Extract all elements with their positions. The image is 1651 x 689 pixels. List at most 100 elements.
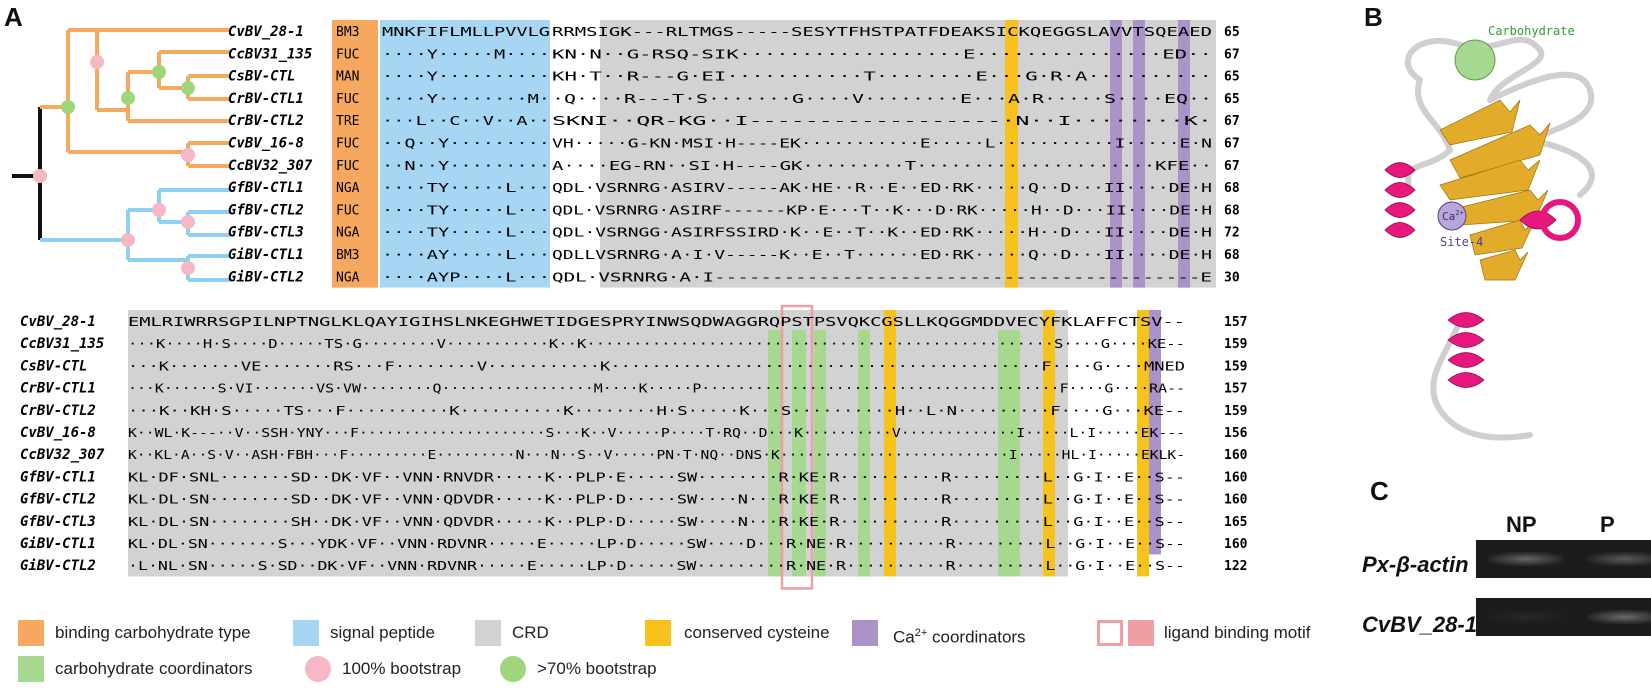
legend-swatch-crd — [475, 620, 501, 646]
signal-peptide-seq: ····Y········M· — [382, 91, 550, 106]
carbohydrate-type: NGA — [336, 226, 360, 241]
legend-label-conserved-cysteine: conserved cysteine — [684, 623, 830, 642]
crd-seq: VH·····G-KN·MSI·H----EK···········E·····… — [552, 136, 1212, 151]
residue-count: 159 — [1224, 404, 1247, 419]
legend-swatch-ligand-box — [1097, 620, 1123, 646]
signal-peptide-seq: ····TY·····L··· — [382, 180, 550, 195]
crd-seq: ···K······S·VI·······VS·VW········Q·····… — [128, 381, 1185, 396]
bootstrap-node-70 — [152, 65, 166, 79]
bootstrap-node-100 — [90, 55, 104, 69]
gel-lane — [1575, 540, 1651, 578]
panel-label-a: A — [4, 2, 23, 32]
crd-seq: KL·DL·SN········SH··DK·VF··VNN·QDVDR····… — [128, 514, 1185, 529]
residue-count: 157 — [1224, 382, 1247, 397]
signal-peptide-seq: ··N··Y········· — [382, 158, 550, 173]
crd-seq: ·L·NL·SN·····S·SD··DK·VF··VNN·RDVNR·····… — [128, 558, 1185, 573]
signal-peptide-region — [380, 20, 550, 288]
bootstrap-node-100 — [181, 215, 195, 229]
sequence-name: GfBV-CTL1 — [228, 180, 304, 196]
residue-count: 165 — [1224, 515, 1247, 530]
legend: binding carbohydrate type signal peptide… — [0, 620, 1310, 682]
carbohydrate-label: Carbohydrate — [1488, 24, 1575, 38]
legend-label-signal-peptide: signal peptide — [330, 623, 435, 642]
carbohydrate-type: TRE — [336, 114, 359, 129]
site-label: Site-4 — [1440, 235, 1483, 249]
residue-count: 67 — [1224, 159, 1240, 174]
bootstrap-node-100 — [181, 148, 195, 162]
carbohydrate-type: FUC — [336, 137, 359, 152]
carbohydrate-type: NGA — [336, 270, 360, 285]
gel-band — [1587, 552, 1651, 566]
residue-count: 156 — [1224, 426, 1248, 441]
residue-count: 67 — [1224, 114, 1240, 129]
carbohydrate-type: BM3 — [336, 25, 359, 40]
crd-seq: RRMSIGK---RLTMGS-----SESYTFHSTPATFDEAKSI… — [552, 24, 1212, 39]
conserved-cysteine-column — [1137, 310, 1149, 577]
sequence-name: CcBV32_307 — [20, 447, 105, 463]
protein-structure: Carbohydrate Ca2+ Site-4 — [1384, 24, 1595, 441]
sequence-name: CsBV-CTL — [228, 69, 295, 85]
carbohydrate-type: FUC — [336, 159, 359, 174]
signal-peptide-seq: ····Y·····M···· — [382, 46, 550, 61]
signal-peptide-seq: ····AY·····L··· — [382, 247, 550, 262]
gel-lane — [1476, 540, 1576, 578]
crd-seq: K··KL·A··S·V··ASH·FBH···F·········E·····… — [128, 447, 1185, 462]
carbohydrate-site — [1454, 39, 1496, 81]
legend-circle-70-bootstrap — [500, 656, 526, 682]
residue-count: 160 — [1224, 537, 1248, 552]
legend-label-ca-coordinators: Ca2+ coordinators — [893, 627, 1026, 647]
crd-seq: QDL·VSRNGG·ASIRFSSIRD·K··E··T··K··ED·RK·… — [552, 225, 1212, 240]
phylogenetic-tree — [12, 28, 230, 282]
bootstrap-node-70 — [121, 91, 135, 105]
legend-swatch-carbohydrate-type — [18, 620, 44, 646]
residue-count: 67 — [1224, 47, 1240, 62]
sequence-name: CvBV_28-1 — [20, 314, 96, 330]
crd-seq: ···K·······VE·······RS···F········V·····… — [128, 358, 1185, 373]
carbohydrate-type: FUC — [336, 92, 359, 107]
residue-count: 65 — [1224, 25, 1240, 40]
sequence-name: CrBV-CTL1 — [20, 381, 96, 397]
residue-count: 160 — [1224, 493, 1248, 508]
carbohydrate-type: BM3 — [336, 248, 359, 263]
legend-swatch-signal-peptide — [293, 620, 319, 646]
crd-seq: K··WL·K---··V··SSH·YNY···F··············… — [128, 425, 1185, 440]
sequence-name: CvBV_16-8 — [228, 136, 304, 152]
conserved-cysteine-column — [1043, 310, 1055, 577]
crd-seq: QDL·VSRNRG·A·I--------------------------… — [552, 269, 1212, 284]
carbohydrate-type: NGA — [336, 181, 360, 196]
carbohydrate-coordinator-column — [814, 330, 826, 577]
bootstrap-node-100 — [152, 203, 166, 217]
crd-seq: ···K··KH·S·····TS···F··········K········… — [128, 403, 1185, 418]
residue-count: 72 — [1224, 226, 1240, 241]
calcium-ion — [1437, 201, 1467, 231]
conserved-cysteine-column — [884, 310, 896, 577]
residue-count: 122 — [1224, 559, 1247, 574]
gel-band — [1488, 552, 1564, 566]
residue-count: 160 — [1224, 470, 1248, 485]
crd-seq: KL·DL·SN········SD··DK·VF··VNN·QDVDR····… — [128, 492, 1185, 507]
ca-coordinator-column — [1149, 310, 1161, 555]
carbohydrate-coordinator-column — [998, 330, 1020, 577]
sequence-name: CcBV31_135 — [20, 336, 104, 352]
bootstrap-node-100 — [33, 169, 47, 183]
legend-swatch-conserved-cysteine — [645, 620, 671, 646]
conserved-cysteine-column — [1005, 20, 1018, 288]
gel-lane — [1575, 598, 1651, 636]
calcium-label: Ca2+ — [1442, 209, 1464, 223]
crd-seq: SKNI··QR-KG··I------------------·N··I···… — [552, 113, 1212, 128]
ligand-binding-motif-box — [780, 304, 814, 590]
crd-seq: EMLRIWRRSGPILNPTNGLKLQAYIGIHSLNKEGHWETID… — [128, 314, 1185, 329]
signal-peptide-seq: MNKFIFLMLLPVVLG — [382, 24, 550, 39]
crd-seq: QDL·VSRNRG·ASIRV-----AK·HE··R··E··ED·RK·… — [552, 180, 1212, 195]
legend-swatch-ca-coordinators — [852, 620, 878, 646]
sequence-name: GiBV-CTL1 — [20, 536, 96, 552]
legend-label-carbohydrate-type: binding carbohydrate type — [55, 623, 251, 642]
gel-lane — [1476, 598, 1576, 636]
residue-count: 68 — [1224, 203, 1240, 218]
legend-label-70-bootstrap: >70% bootstrap — [537, 659, 657, 678]
gel-band — [1488, 610, 1564, 624]
residue-count: 159 — [1224, 337, 1247, 352]
carbohydrate-type: MAN — [336, 70, 359, 85]
sequence-name: CrBV-CTL2 — [228, 113, 304, 129]
